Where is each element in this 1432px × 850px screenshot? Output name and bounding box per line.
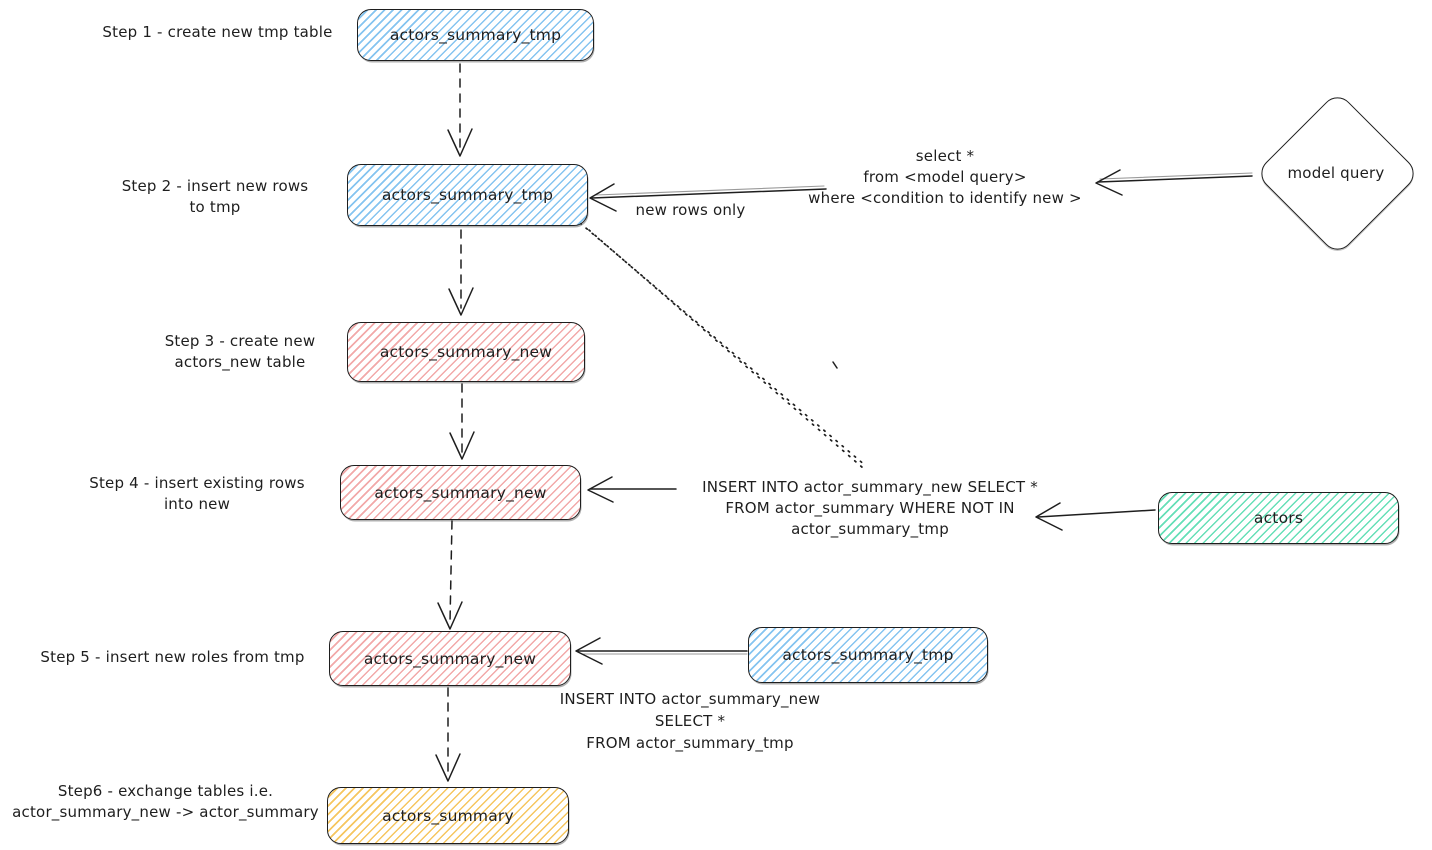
actors-node: actors [1158,492,1399,544]
step5-node-label: actors_summary_new [363,649,537,668]
select-query-annotation: select * from <model query> where <condi… [808,147,1082,207]
step6-label: Step6 - exchange tables i.e. actor_summa… [12,782,319,821]
arrowhead-step5-step6 [435,753,461,782]
step3-node: actors_summary_new [347,322,585,382]
step5-node: actors_summary_new [329,631,571,686]
arrowhead-diamond-query [1095,169,1123,196]
arrowhead-tmp-step5 [575,637,603,665]
step4-label: Step 4 - insert existing rows into new [89,474,305,513]
model-query-label: model query [1287,164,1385,182]
step4-node: actors_summary_new [340,465,581,520]
arrow-actors-insert [1037,509,1156,518]
insert-new-roles-annotation: INSERT INTO actor_summary_new SELECT * F… [559,690,821,752]
step6-node-label: actors_summary [382,806,514,825]
arrow-query-step2-echo [595,185,825,196]
insert-existing-annotation: INSERT INTO actor_summary_new SELECT * F… [702,478,1038,538]
step4-node-label: actors_summary_new [374,483,547,502]
stray-mark [832,361,838,369]
step2-label: Step 2 - insert new rows to tmp [121,177,309,216]
arrowhead-insert-step4 [587,476,614,503]
new-rows-only-annotation: new rows only [635,201,746,219]
arrowhead-actors-insert [1035,502,1063,531]
arrow-diamond-query-echo [1099,172,1253,180]
arrowhead-step4-step5 [437,601,463,630]
step1-node-label: actors_summary_tmp [389,26,562,44]
step2-node: actors_summary_tmp [347,164,588,226]
arrow-step4-step5 [449,520,453,623]
actors-summary-tmp-source-node: actors_summary_tmp [748,627,988,683]
actors-node-label: actors [1253,509,1304,527]
step5-label: Step 5 - insert new roles from tmp [40,648,305,666]
arrowhead-step1-step2 [447,128,473,157]
arrow-diamond-query [1097,175,1253,183]
arrowhead-query-step2 [589,183,617,212]
step1-label: Step 1 - create new tmp table [102,23,333,41]
arrowhead-step3-step4 [449,431,475,460]
arrow-query-step2 [591,188,827,199]
step3-label: Step 3 - create new actors_new table [164,332,316,371]
step2-node-label: actors_summary_tmp [381,186,554,204]
step1-node: actors_summary_tmp [357,9,594,61]
arrowhead-step2-step3 [448,287,474,316]
step3-node-label: actors_summary_new [379,343,553,361]
dotted-ref-line-1 [579,222,867,467]
actors-summary-tmp-source-label: actors_summary_tmp [782,646,954,664]
step6-node: actors_summary [327,787,569,844]
